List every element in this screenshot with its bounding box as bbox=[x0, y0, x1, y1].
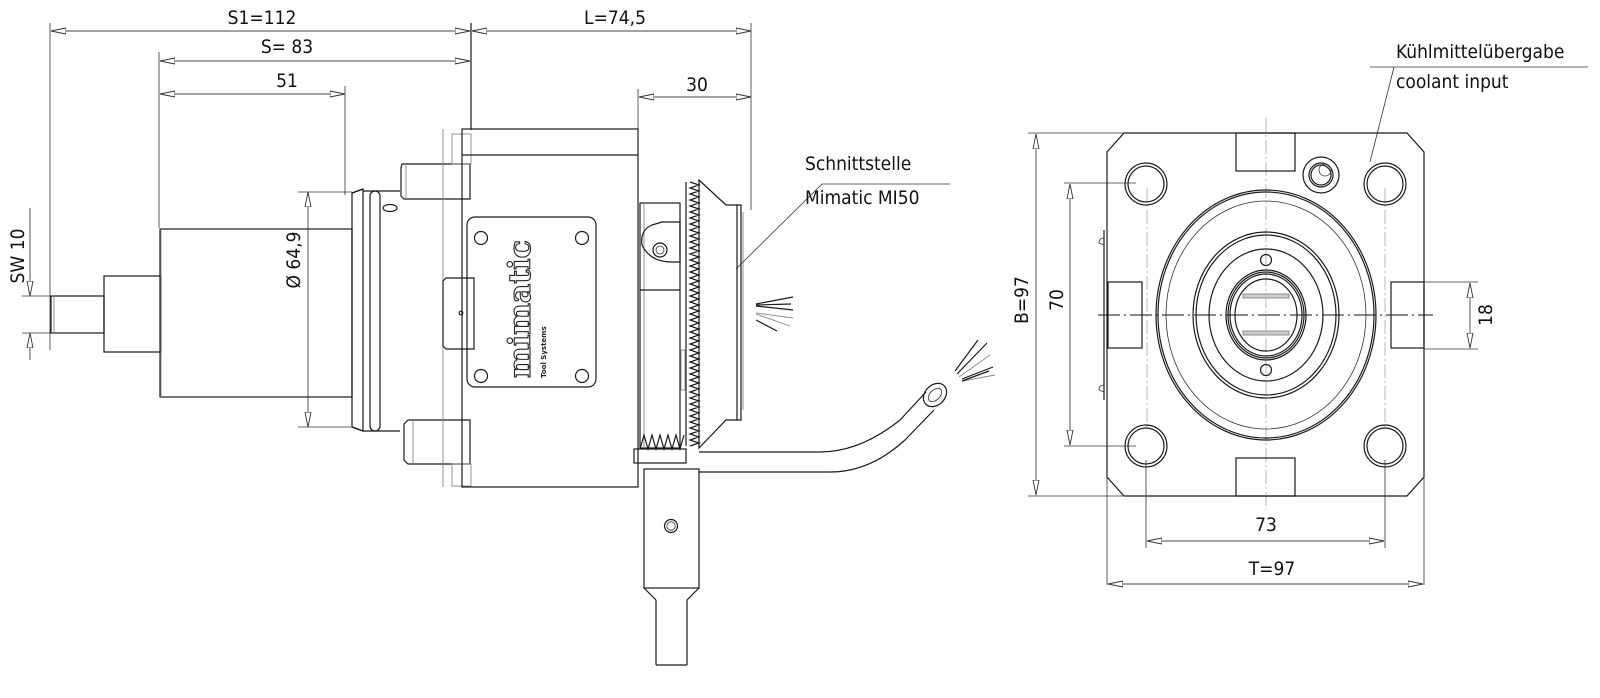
dim-label-18: 18 bbox=[1475, 304, 1497, 326]
flange-outline bbox=[1106, 132, 1425, 497]
logo-brand: mimatic bbox=[503, 240, 538, 378]
dimension-t: T=97 bbox=[1106, 477, 1425, 585]
dim-label-51: 51 bbox=[276, 70, 298, 92]
coolant-spray-hose bbox=[954, 339, 996, 382]
side-clamp bbox=[1098, 230, 1105, 400]
dim-label-73: 73 bbox=[1255, 514, 1277, 536]
dim-label-b: B=97 bbox=[1011, 276, 1033, 324]
interface-head bbox=[633, 178, 744, 464]
dimension-73: 73 bbox=[1145, 460, 1386, 548]
dimension-s: S= 83 bbox=[158, 36, 470, 228]
dim-label-s: S= 83 bbox=[261, 36, 313, 58]
callout-interface-line1: Schnittstelle bbox=[805, 153, 911, 175]
mimatic-logo: mimatic Tool Systems bbox=[502, 240, 548, 379]
drive-shaft bbox=[50, 275, 162, 353]
dimension-51: 51 bbox=[160, 70, 346, 195]
callout-coolant: Kühlmittelübergabe coolant input bbox=[1369, 41, 1588, 163]
callout-coolant-line1: Kühlmittelübergabe bbox=[1396, 41, 1564, 63]
dim-label-sw10: SW 10 bbox=[7, 229, 29, 284]
dimension-l: L=74,5 bbox=[470, 7, 752, 210]
side-view: S1=112 S= 83 51 L=74,5 30 bbox=[7, 7, 996, 666]
housing: mimatic Tool Systems bbox=[442, 128, 639, 488]
coolant-hose bbox=[699, 382, 948, 473]
spindle-rings bbox=[1155, 189, 1377, 441]
dim-label-s1: S1=112 bbox=[228, 7, 297, 29]
callout-interface: Schnittstelle Mimatic MI50 bbox=[735, 153, 950, 270]
callout-coolant-line2: coolant input bbox=[1396, 71, 1509, 93]
dim-label-t: T=97 bbox=[1248, 558, 1296, 580]
logo-tagline: Tool Systems bbox=[540, 326, 548, 378]
dim-label-diameter: Ø 64,9 bbox=[283, 232, 305, 289]
front-view: B=97 70 18 73 bbox=[1011, 41, 1588, 585]
lower-spindle bbox=[643, 468, 700, 666]
dimension-30: 30 bbox=[637, 74, 751, 198]
dim-label-70: 70 bbox=[1046, 289, 1068, 311]
coolant-port bbox=[1302, 156, 1340, 194]
dimension-70: 70 bbox=[1046, 182, 1136, 447]
dimension-b: B=97 bbox=[1011, 132, 1124, 497]
dimension-diameter: Ø 64,9 bbox=[283, 191, 352, 428]
dim-label-l: L=74,5 bbox=[584, 7, 646, 29]
callout-interface-line2: Mimatic MI50 bbox=[805, 187, 919, 209]
dimension-18: 18 bbox=[1424, 281, 1497, 350]
mount-bolts bbox=[400, 133, 472, 487]
dimension-s1: S1=112 bbox=[49, 7, 470, 350]
gear-teeth bbox=[685, 181, 701, 447]
drive-slots bbox=[1107, 132, 1425, 497]
dimension-sw10: SW 10 bbox=[7, 208, 56, 360]
gear-tooth-profile bbox=[688, 181, 701, 447]
dim-label-30: 30 bbox=[686, 74, 708, 96]
coolant-spray-face bbox=[755, 296, 794, 332]
shank-body bbox=[159, 188, 400, 432]
